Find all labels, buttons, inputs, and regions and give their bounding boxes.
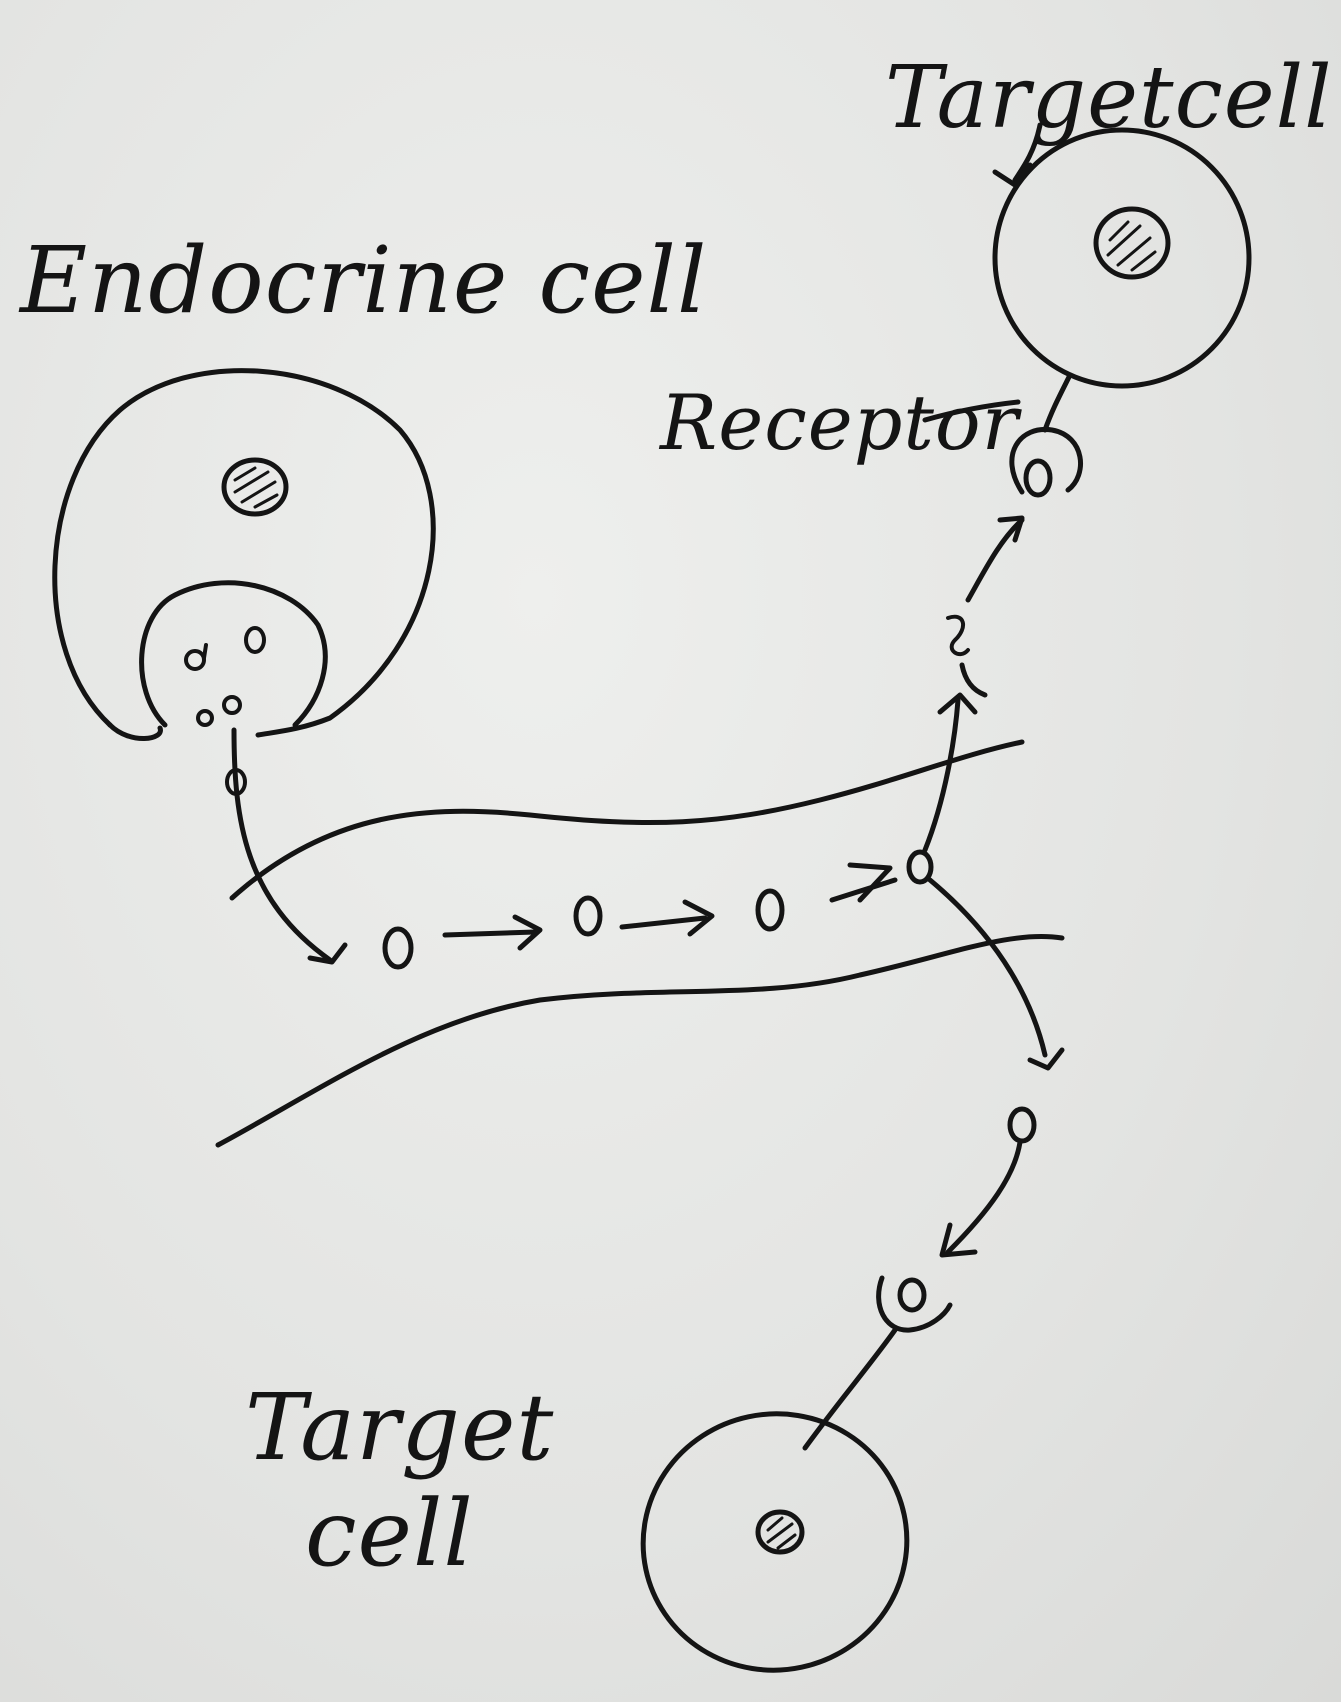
blood-vessel-upper-wall (229, 739, 1025, 901)
target-cell-top-label: Targetcell (885, 48, 1333, 148)
blood-vessel (215, 739, 1065, 1148)
label-pointer (1012, 122, 1043, 183)
transport-arrow (619, 915, 708, 930)
endocrine-cell-nucleus (221, 457, 289, 517)
blood-vessel-lower-wall (215, 933, 1065, 1148)
target-cell-top (922, 122, 1252, 423)
endocrine-cell-membrane (52, 368, 436, 738)
bound-hormone (897, 1277, 927, 1313)
target-cell-bottom-nucleus (755, 1509, 805, 1555)
target-cell-bottom-label-line1: Target (245, 1374, 555, 1481)
target-cell-bottom (640, 1411, 910, 1673)
hormones-in-blood (382, 849, 934, 970)
release-arrow (231, 727, 333, 963)
secretory-vesicle (139, 580, 328, 728)
receptor-cup (1009, 426, 1084, 495)
hormone-granule (222, 695, 242, 715)
target-cell-bottom-label-line2: cell (305, 1479, 474, 1587)
hormone-molecule (906, 849, 934, 885)
hormone-molecule (755, 888, 785, 932)
endocrine-cell-membrane-hook (107, 722, 163, 741)
receptor-cup (876, 1275, 953, 1333)
endocrine-cell (52, 368, 436, 965)
hormone-granule (196, 709, 214, 727)
transport-arrow (442, 929, 538, 938)
path-to-target-cell-top (922, 372, 1084, 853)
hormone-molecule (573, 895, 603, 937)
hormone-molecule (382, 926, 414, 970)
hormone-molecule (946, 614, 970, 657)
bound-hormone (1023, 458, 1053, 498)
target-cell-top-nucleus (1093, 206, 1171, 280)
target-cell-top-membrane (992, 127, 1252, 389)
transport-arrow (829, 877, 898, 903)
target-cell-bottom-membrane (640, 1411, 910, 1673)
hormone-granule (184, 649, 206, 671)
hormone-molecule (1007, 1106, 1037, 1144)
endocrine-cell-label: Endocrine cell (20, 227, 708, 334)
receptor-label-pointer (922, 399, 1021, 423)
hormone-granule (244, 626, 266, 654)
path-to-target-cell-bottom (802, 877, 1065, 1451)
target-cell-bottom-label: Target cell (245, 1374, 555, 1587)
receptor-label: Receptor (660, 378, 1020, 467)
